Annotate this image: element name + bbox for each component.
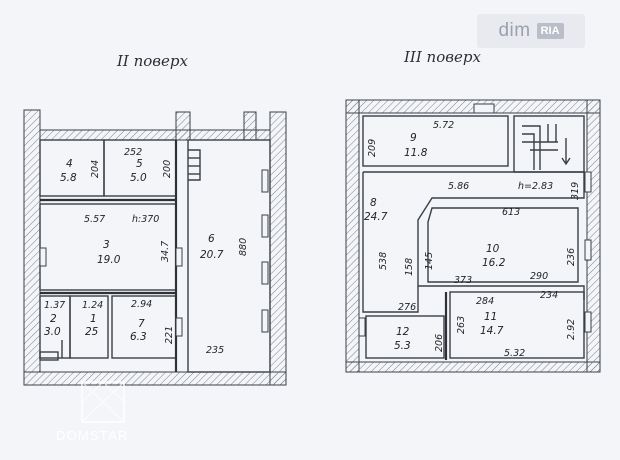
dimension: h:370 [132,214,159,225]
room-6-number: 6 [208,233,215,245]
dimension: 206 [434,334,445,352]
window [358,317,366,337]
floor-2-wall-west [23,109,41,373]
floor-3-wall-north [345,99,601,114]
room-10-area: 16.2 [482,257,506,269]
room-4-number: 4 [66,158,73,170]
window [175,317,183,337]
floor-2-wall-column-2 [243,111,257,141]
window [584,311,592,333]
dimension: 5.57 [84,214,105,225]
dimension: 263 [456,316,467,334]
dimension: 145 [424,252,435,270]
room-1-outline [69,295,109,359]
floor-2-wall-column [175,111,191,141]
room-5-number: 5 [136,158,143,170]
room-2-number: 2 [50,313,57,325]
dimension: 236 [566,248,577,266]
room-1-area: 25 [85,326,99,338]
window [261,261,269,285]
dimension: 1.37 [44,300,65,311]
window [261,309,269,333]
dimension: 5.86 [448,181,469,192]
dimension: 235 [206,345,224,356]
dimension: 234 [540,290,558,301]
room-6-area: 20.7 [200,249,224,261]
dim-logo-text: dim [498,20,531,41]
room-1-number: 1 [90,313,97,325]
room-11-outline [449,291,585,359]
dimension: 221 [164,326,175,344]
floor-3-wall-west [345,99,360,373]
window [261,214,269,238]
room-6-outline [187,139,271,373]
room-7-number: 7 [138,318,145,330]
dimension: 538 [378,252,389,270]
window [584,239,592,261]
dimension: h=2.83 [518,181,553,192]
dimension: 290 [530,271,548,282]
window [584,171,592,193]
room-9-area: 11.8 [404,147,428,159]
room-10-number: 10 [486,243,500,255]
ria-logo-text: RIA [536,23,564,39]
window [473,103,495,114]
floor-3-plan [345,99,601,373]
floor-3-wall-south [345,361,601,373]
window [39,247,47,267]
dimension: 284 [476,296,494,307]
floor-3-wall-east [586,99,601,373]
room-3-number: 3 [103,239,110,251]
room-8-number: 8 [370,197,377,209]
dimension: 2.94 [131,299,152,310]
dimension: 158 [404,258,415,276]
stairwell-outline [513,115,585,173]
room-10-outline [427,207,579,283]
dimension: 880 [238,238,249,256]
room-9-number: 9 [410,132,417,144]
dimension: 1.24 [82,300,103,311]
floor-2-wall-east [269,111,287,386]
dimension: 613 [502,207,520,218]
dimension: 5.32 [504,348,525,359]
domstar-logo-icon [81,381,125,423]
room-8-outline [363,171,585,300]
dimension: 5.72 [433,120,454,131]
room-4-area: 5.8 [60,172,77,184]
dimension: 34.7 [160,241,171,262]
dimension: 252 [124,147,142,158]
room-9-outline [362,115,509,167]
dimension: 319 [570,182,581,200]
domstar-brand-text: DOMSTAR [56,428,129,443]
domstar-watermark: DOMSTAR [52,372,148,448]
room-5-area: 5.0 [130,172,147,184]
room-2-area: 3.0 [44,326,61,338]
dimension: 204 [90,160,101,178]
floor-2-plan [23,109,287,386]
room-8-area: 24.7 [364,211,388,223]
window [261,169,269,193]
room-12-number: 12 [396,326,410,338]
dimension: 373 [454,275,472,286]
dimension: 2.92 [566,319,577,340]
dimension: 276 [398,302,416,313]
room-11-area: 14.7 [480,325,504,337]
floor-2-wall-north [39,129,271,141]
floor-2-title: II поверх [116,52,189,70]
stair-arrow-icon [561,138,571,166]
dim-ria-watermark: dim RIA [477,14,585,48]
room-3-area: 19.0 [97,254,121,266]
window [175,247,183,267]
floor-3-title: III поверх [403,48,481,66]
dimension: 200 [162,160,173,178]
room-11-number: 11 [484,311,497,323]
room-12-outline [365,315,445,359]
step [39,351,59,361]
dimension: 209 [367,139,378,157]
stair-sketch [188,149,201,181]
room-7-area: 6.3 [130,331,147,343]
room-12-area: 5.3 [394,340,411,352]
